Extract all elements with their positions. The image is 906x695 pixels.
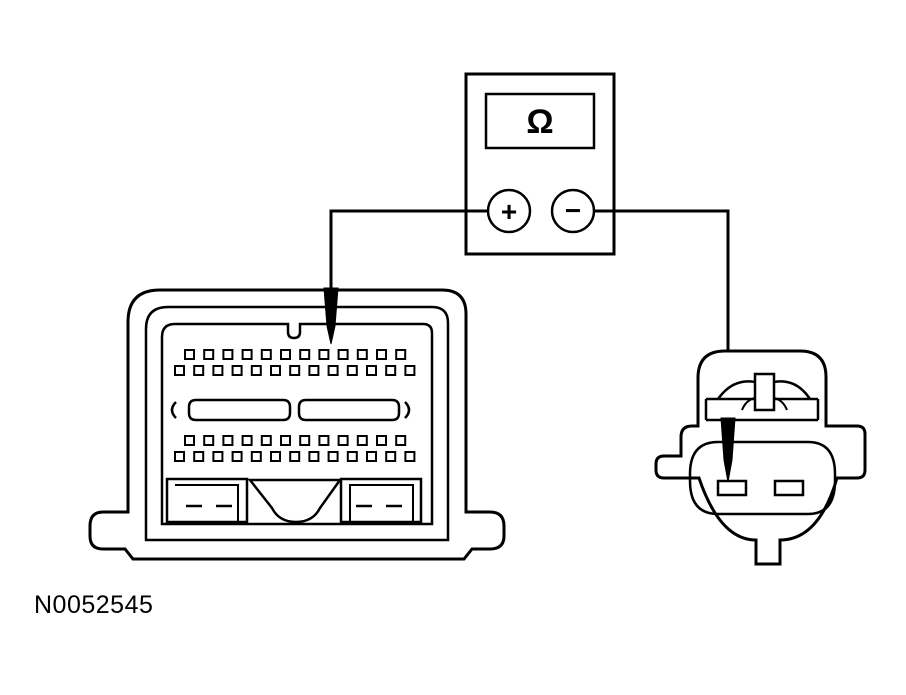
module-pin-cavity bbox=[327, 451, 339, 462]
module-pin-cavity bbox=[241, 435, 253, 446]
module-connector-inner-frame bbox=[144, 305, 450, 542]
module-pin-cavity bbox=[395, 435, 407, 446]
module-pin-cavity bbox=[356, 435, 368, 446]
module-pin-cavity bbox=[231, 451, 243, 462]
module-connector-face bbox=[160, 322, 434, 526]
module-pin-cavity bbox=[184, 435, 195, 446]
module-pin-cavity bbox=[308, 451, 320, 462]
sensor-latch-detail bbox=[741, 397, 756, 411]
sensor-latch-tab bbox=[753, 372, 776, 412]
module-terminal-block-right bbox=[339, 477, 423, 524]
module-pin-cavity bbox=[193, 451, 205, 462]
module-pin-cavity bbox=[346, 365, 358, 376]
module-pin-cavity bbox=[231, 365, 243, 376]
negative-test-lead bbox=[594, 209, 730, 405]
module-pin-cavity bbox=[404, 451, 416, 462]
module-pin-cavity bbox=[212, 365, 224, 376]
sensor-pin-1 bbox=[716, 479, 748, 497]
module-pin-cavity bbox=[299, 435, 311, 446]
module-pin-cavity bbox=[280, 435, 291, 446]
sensor-latch-detail bbox=[773, 397, 788, 411]
module-keyway-right bbox=[404, 401, 411, 419]
module-pin-cavity bbox=[184, 349, 195, 360]
module-terminal-block-left bbox=[165, 477, 249, 524]
sensor-pin-2 bbox=[773, 479, 805, 497]
sensor-connector-housing bbox=[654, 349, 867, 566]
sensor-connector bbox=[654, 349, 867, 566]
module-pin-cavity bbox=[356, 349, 368, 360]
module-pin-cavity bbox=[212, 451, 224, 462]
module-pin-cavity bbox=[203, 435, 215, 446]
module-pin-cavity bbox=[222, 349, 234, 360]
module-pin-cavity bbox=[289, 365, 301, 376]
module-pin-cavity bbox=[289, 451, 301, 462]
positive-test-lead bbox=[329, 209, 488, 292]
module-pin-cavity bbox=[346, 451, 358, 462]
module-pin-cavity bbox=[376, 435, 387, 446]
module-pin-cavity bbox=[174, 365, 185, 376]
module-pin-cavity bbox=[250, 365, 262, 376]
module-pin-cavity bbox=[260, 435, 272, 446]
module-pin-cavity bbox=[222, 435, 234, 446]
module-terminal-block-left-inner bbox=[175, 484, 239, 522]
sensor-latch-arc-left bbox=[716, 380, 756, 400]
module-pin-cavity bbox=[250, 451, 262, 462]
module-pin-cavity bbox=[174, 451, 185, 462]
module-pin-cavity bbox=[376, 349, 387, 360]
sensor-latch-arc-right bbox=[773, 380, 812, 400]
module-connector bbox=[88, 288, 506, 561]
module-pin-cavity bbox=[270, 365, 281, 376]
module-pin-cavity bbox=[337, 435, 349, 446]
module-slot-right bbox=[297, 398, 401, 422]
module-pin-cavities bbox=[174, 349, 416, 462]
module-pin-cavity bbox=[337, 349, 349, 360]
module-pin-cavity bbox=[385, 365, 397, 376]
positive-probe-tip bbox=[323, 287, 339, 345]
positive-symbol: + bbox=[501, 196, 517, 227]
module-pin-cavity bbox=[193, 365, 205, 376]
module-terminal-block-right-inner bbox=[349, 484, 414, 522]
module-pin-cavity bbox=[366, 365, 377, 376]
module-pin-cavity bbox=[241, 349, 253, 360]
module-pin-cavity bbox=[280, 349, 291, 360]
negative-probe-tip bbox=[720, 417, 736, 483]
module-pin-cavity bbox=[203, 349, 215, 360]
module-pin-cavity bbox=[308, 365, 320, 376]
module-pin-cavity bbox=[270, 451, 281, 462]
ohmmeter: Ω + − bbox=[464, 72, 616, 256]
ohmmeter-display bbox=[484, 92, 596, 150]
module-pin-cavity bbox=[318, 349, 330, 360]
module-pin-cavity bbox=[299, 349, 311, 360]
module-pin-cavity bbox=[260, 349, 272, 360]
module-pin-cavity bbox=[318, 435, 330, 446]
negative-symbol: − bbox=[565, 195, 581, 226]
ohm-symbol: Ω bbox=[526, 103, 553, 141]
reference-code: N0052545 bbox=[34, 591, 154, 619]
module-pin-cavity bbox=[395, 349, 407, 360]
module-pin-cavity bbox=[385, 451, 397, 462]
module-pin-cavity bbox=[366, 451, 377, 462]
sensor-connector-inner bbox=[688, 440, 837, 516]
module-keyway-left bbox=[170, 401, 177, 419]
module-slot-left bbox=[187, 398, 292, 422]
module-pin-cavity bbox=[327, 365, 339, 376]
module-pin-cavity bbox=[404, 365, 416, 376]
module-center-notch bbox=[247, 478, 343, 524]
